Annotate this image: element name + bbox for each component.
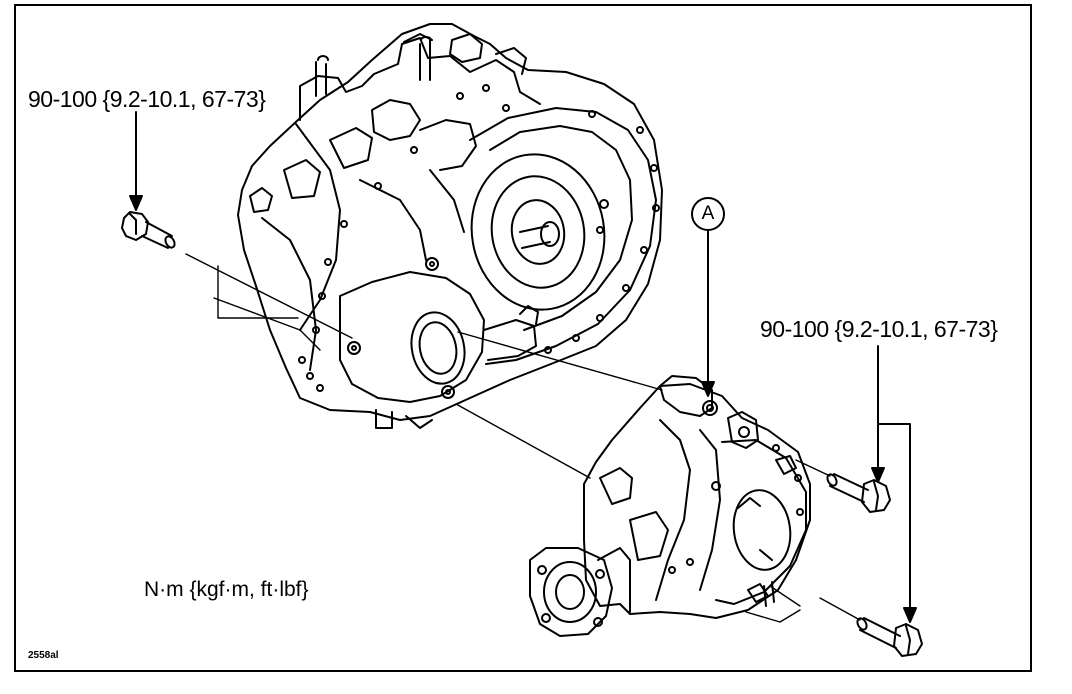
alignment-lines: [185, 253, 861, 623]
bolt-right-lower: [856, 617, 923, 657]
torque-spec-right: 90-100 {9.2-10.1, 67-73}: [760, 316, 998, 342]
transaxle-assembly: [237, 23, 663, 429]
bolt-top-left: [121, 211, 176, 249]
figure-frame: [14, 4, 1032, 672]
torque-units-legend: N·m {kgf·m, ft·lbf}: [144, 578, 309, 601]
callout-a: A: [691, 197, 725, 231]
torque-arrows: [129, 111, 917, 623]
transfer-assembly: [529, 375, 811, 637]
figure-id: 2558al: [28, 650, 59, 661]
callout-a-label: A: [701, 203, 715, 224]
torque-spec-top-left: 90-100 {9.2-10.1, 67-73}: [28, 86, 266, 112]
